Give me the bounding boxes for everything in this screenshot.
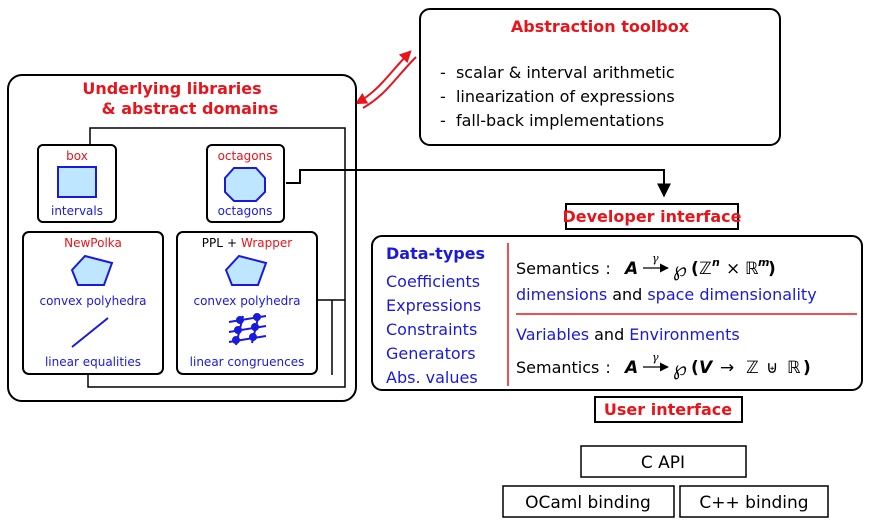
svg-text:γ: γ <box>652 252 659 265</box>
box-domain: box intervals <box>37 144 117 223</box>
octagon-icon <box>224 167 266 202</box>
ppl-domain: PPL + Wrapper convex polyhedra linear cong… <box>176 231 318 375</box>
octagons-label: octagons <box>218 149 273 163</box>
octagons-caption: octagons <box>218 204 273 218</box>
newpolka-label: NewPolka <box>64 236 122 250</box>
svg-text:Semantics:: Semantics: <box>516 259 611 278</box>
svg-text:C++ binding: C++ binding <box>699 493 808 513</box>
abstraction-toolbox: Abstraction toolbox - scalar & interval … <box>419 8 781 146</box>
semantics-formula-lower: Semantics: A γ ℘ ( V → ℤ ⊎ ℝ ) <box>516 351 811 380</box>
svg-text:×: × <box>726 259 740 279</box>
svg-text:℘: ℘ <box>673 257 687 281</box>
toolbox-item: - fall-back implementations <box>440 111 664 130</box>
developer-interface-label: Developer interface <box>562 203 742 230</box>
svg-text:C API: C API <box>641 453 685 473</box>
toolbox-title: Abstraction toolbox <box>511 17 690 36</box>
user-interface-label: User interface <box>594 396 743 423</box>
polyhedron-icon <box>224 254 268 286</box>
newpolka-caption2: linear equalities <box>45 355 141 369</box>
svg-text:m: m <box>758 256 769 269</box>
svg-text:OCaml binding: OCaml binding <box>525 493 651 513</box>
ppl-caption2: linear congruences <box>190 355 305 369</box>
datatype-item: Coefficients <box>386 272 480 291</box>
svg-text:γ: γ <box>652 351 659 364</box>
datatype-item: Abs. values <box>386 368 478 387</box>
svg-text:ℤ: ℤ <box>746 358 759 378</box>
svg-text:Developer interface: Developer interface <box>562 207 741 226</box>
semantics-formula-upper: Semantics: A γ ℘ ( ℤ n × ℝ m ) <box>516 252 776 281</box>
toolbox-item: - scalar & interval arithmetic <box>440 63 675 82</box>
ppl-label-red: Wrapper <box>241 236 292 250</box>
ppl-label-black: PPL <box>202 236 223 250</box>
svg-text:ℝ: ℝ <box>745 259 759 279</box>
polyhedron-icon <box>70 254 114 286</box>
svg-text:℘: ℘ <box>673 356 687 380</box>
ppl-caption1: convex polyhedra <box>193 294 300 308</box>
ppl-label-plus: + <box>227 236 237 250</box>
libraries-title-line1: Underlying libraries <box>82 79 261 98</box>
svg-text:ℤ: ℤ <box>699 259 712 279</box>
line-segment-icon <box>71 317 109 348</box>
box-caption: intervals <box>51 204 103 218</box>
svg-text:V: V <box>699 358 714 378</box>
bidirectional-arrow <box>354 50 417 109</box>
cpp-binding-box: C++ binding <box>679 485 829 518</box>
libraries-title-line2: & abstract domains <box>102 99 279 118</box>
svg-text:ℝ: ℝ <box>787 358 801 378</box>
datatype-item: Expressions <box>386 296 481 315</box>
ocaml-binding-box: OCaml binding <box>502 485 675 518</box>
svg-text:(: ( <box>691 358 699 378</box>
interface-panel: Data-types Coefficients Expressions Cons… <box>371 235 863 391</box>
svg-text:A: A <box>623 358 638 378</box>
octagons-domain: octagons octagons <box>206 144 285 223</box>
newpolka-domain: NewPolka convex polyhedra linear equalit… <box>22 231 164 375</box>
svg-text:n: n <box>712 256 720 269</box>
svg-text:⊎: ⊎ <box>766 358 778 378</box>
datatype-item: Constraints <box>386 320 477 339</box>
rectangle-icon <box>57 166 97 198</box>
newpolka-caption1: convex polyhedra <box>39 294 146 308</box>
underlying-libraries-panel: Underlying libraries & abstract domains … <box>7 74 357 402</box>
toolbox-item: - linearization of expressions <box>440 87 675 106</box>
box-label: box <box>66 149 88 163</box>
svg-text:A: A <box>623 259 638 279</box>
connector-arrow <box>286 169 671 198</box>
lattice-icon <box>228 313 267 346</box>
c-api-box: C API <box>580 445 747 478</box>
svg-text:): ) <box>803 358 811 378</box>
ppl-label: PPL + Wrapper <box>202 236 292 250</box>
svg-text:): ) <box>768 259 776 279</box>
svg-text:→: → <box>720 358 734 378</box>
svg-text:(: ( <box>691 259 699 279</box>
svg-text:User interface: User interface <box>604 400 732 419</box>
datatype-item: Generators <box>386 344 476 363</box>
svg-text:Semantics:: Semantics: <box>516 358 611 377</box>
datatypes-title: Data-types <box>386 244 485 263</box>
